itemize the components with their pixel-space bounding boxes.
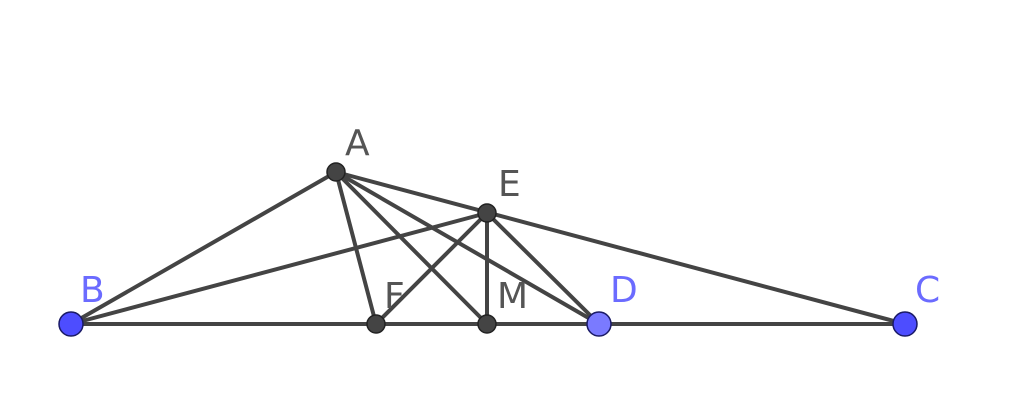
point-label-b: B (80, 270, 105, 311)
point-e (477, 203, 497, 223)
point-m (477, 314, 497, 334)
segment-ab (69, 170, 338, 326)
segment-ed (485, 211, 601, 326)
segment-ac (334, 170, 907, 326)
point-label-m: M (497, 276, 528, 317)
point-c (892, 311, 918, 337)
point-d (586, 311, 612, 337)
segments-layer (69, 170, 907, 326)
point-b (58, 311, 84, 337)
segment-ef (374, 211, 489, 326)
point-label-d: D (610, 270, 638, 311)
points-layer (58, 162, 918, 337)
labels-layer: A B C D E F M (80, 123, 940, 317)
point-label-f: F (384, 276, 405, 317)
segment-ad (334, 170, 601, 326)
point-label-e: E (498, 164, 521, 205)
point-label-c: C (915, 270, 940, 311)
point-a (326, 162, 346, 182)
point-label-a: A (345, 123, 370, 164)
segment-am (334, 170, 489, 326)
point-f (366, 314, 386, 334)
segment-be (69, 211, 489, 326)
